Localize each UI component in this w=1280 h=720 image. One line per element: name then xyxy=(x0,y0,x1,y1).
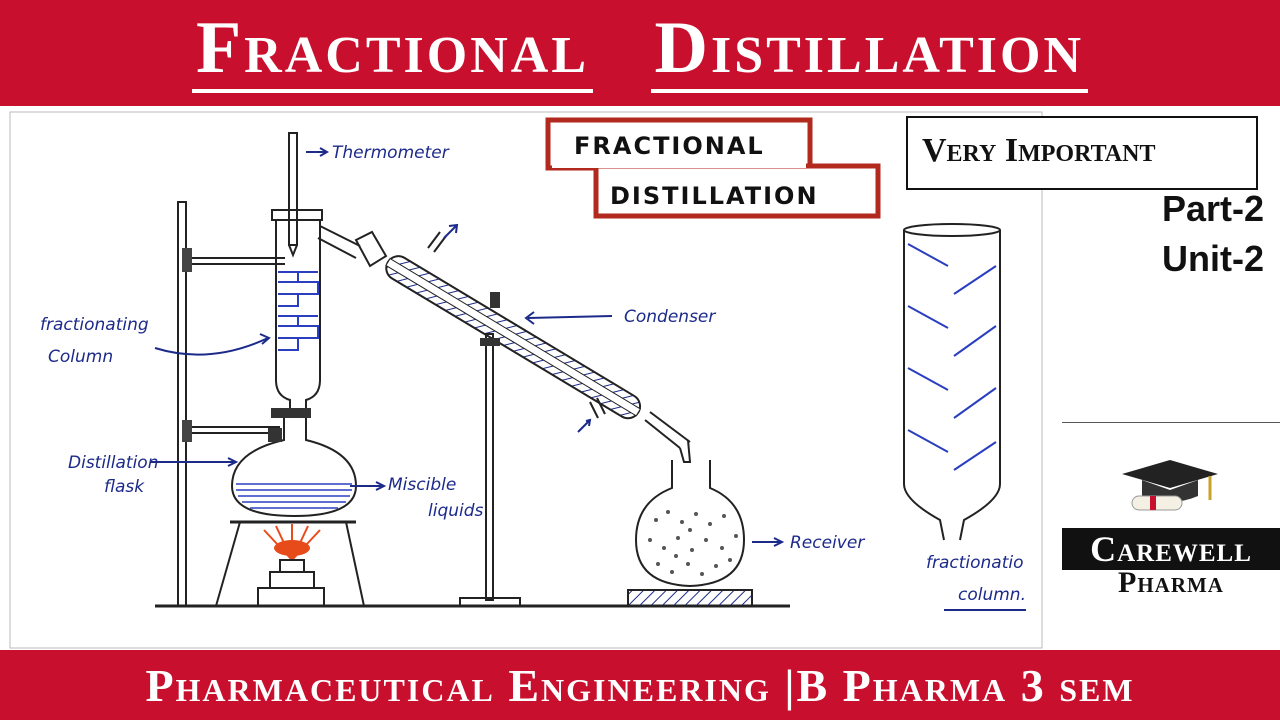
page-title: Fractional Distillation xyxy=(0,6,1280,93)
graduation-cap-icon xyxy=(1122,460,1218,511)
heading-line-1: FRACTIONAL xyxy=(574,132,765,160)
drawing-frame xyxy=(9,111,1043,649)
label-receiver: Receiver xyxy=(790,533,865,553)
divider xyxy=(1062,422,1280,423)
label-miscible-2: liquids xyxy=(428,501,484,521)
condenser xyxy=(317,225,692,463)
heading-line-2: DISTILLATION xyxy=(610,182,819,210)
burner xyxy=(257,559,325,607)
importance-badge: Very Important xyxy=(906,116,1258,190)
bottom-banner: Pharmaceutical Engineering |B Pharma 3 s… xyxy=(0,650,1280,720)
part-label: Part-2 xyxy=(1161,188,1264,229)
flame xyxy=(263,524,321,561)
title-word-2: Distillation xyxy=(650,7,1089,93)
label-fractionating-1: fractionating xyxy=(40,315,149,335)
top-banner: Fractional Distillation xyxy=(0,0,1280,106)
receiver-flask xyxy=(627,460,753,607)
side-column-drawing xyxy=(903,223,1001,541)
brand-subtitle: Pharma xyxy=(1118,566,1224,599)
fractionating-column xyxy=(271,209,323,418)
course-title: Pharmaceutical Engineering |B Pharma 3 s… xyxy=(145,660,1135,711)
label-side-col-2: column. xyxy=(958,585,1026,605)
badge-text: Very Important xyxy=(922,132,1156,169)
diagram-heading: FRACTIONAL DISTILLATION xyxy=(545,117,881,219)
label-condenser: Condenser xyxy=(624,307,716,327)
retort-stand xyxy=(177,201,285,607)
title-word-1: Fractional xyxy=(191,7,594,93)
condenser-stand xyxy=(459,292,521,607)
brand-logo: Carewell xyxy=(1062,528,1280,570)
unit-label: Unit-2 xyxy=(1162,238,1264,279)
tripod-stand xyxy=(215,520,365,607)
label-flask-2: flask xyxy=(104,477,145,497)
label-flask-1: Distillation xyxy=(68,453,159,473)
label-fractionating-2: Column xyxy=(48,347,113,367)
label-thermometer: Thermometer xyxy=(332,143,450,163)
label-side-col-1: fractionatio xyxy=(926,553,1024,573)
distillation-flask xyxy=(230,418,358,518)
label-miscible-1: Miscible xyxy=(388,475,456,495)
thermometer xyxy=(288,132,298,258)
distillation-diagram: Thermometer fractionating Column Distill… xyxy=(9,111,1043,649)
